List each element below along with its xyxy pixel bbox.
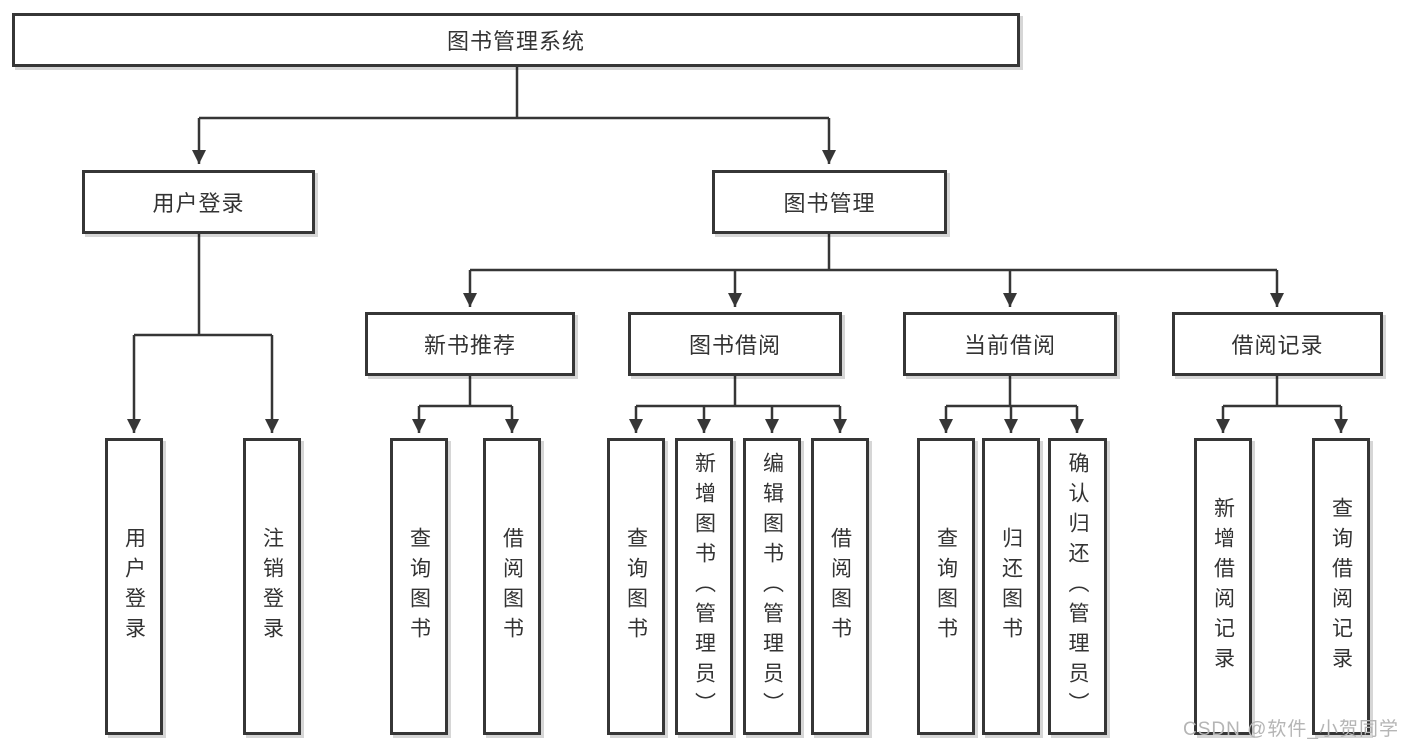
- node-logout: 注销登录: [243, 438, 301, 735]
- node-confirm-return-admin: 确认归还（管理员）: [1048, 438, 1107, 735]
- node-query-books-recommend: 查询图书: [390, 438, 448, 735]
- node-current-borrowing: 当前借阅: [903, 312, 1117, 376]
- node-book-borrowing: 图书借阅: [628, 312, 842, 376]
- node-add-book-admin: 新增图书（管理员）: [675, 438, 733, 735]
- node-borrow-books-recommend: 借阅图书: [483, 438, 541, 735]
- node-library-system: 图书管理系统: [12, 13, 1020, 67]
- node-book-management: 图书管理: [712, 170, 947, 234]
- node-user-login: 用户登录: [105, 438, 163, 735]
- node-query-borrow-record: 查询借阅记录: [1312, 438, 1370, 735]
- node-borrow-records: 借阅记录: [1172, 312, 1383, 376]
- node-borrow-books-borrowing: 借阅图书: [811, 438, 869, 735]
- node-user-login-branch: 用户登录: [82, 170, 315, 234]
- csdn-watermark: CSDN @软件_小贺同学: [1183, 719, 1399, 740]
- node-query-books-current: 查询图书: [917, 438, 975, 735]
- node-add-borrow-record: 新增借阅记录: [1194, 438, 1252, 735]
- node-query-books-borrowing: 查询图书: [607, 438, 665, 735]
- node-new-book-recommend: 新书推荐: [365, 312, 575, 376]
- node-edit-book-admin: 编辑图书（管理员）: [743, 438, 801, 735]
- node-return-books: 归还图书: [982, 438, 1040, 735]
